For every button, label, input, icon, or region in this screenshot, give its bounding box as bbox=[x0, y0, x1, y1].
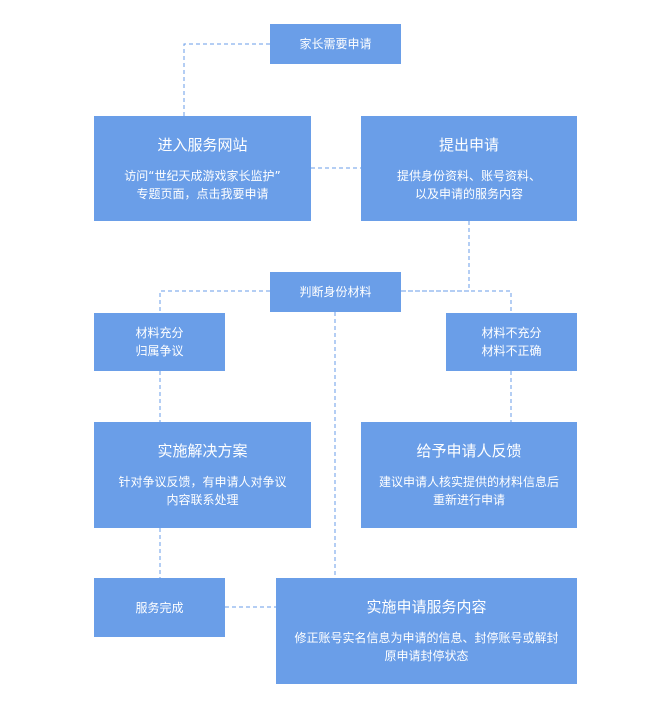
node-parent-apply-label: 家长需要申请 bbox=[299, 37, 372, 51]
node-sufficient: 材料充分 归属争议 bbox=[94, 313, 225, 371]
node-done: 服务完成 bbox=[94, 578, 225, 637]
node-judge: 判断身份材料 bbox=[270, 272, 401, 312]
node-execute-desc: 修正账号实名信息为申请的信息、封停账号或解封 原申请封停状态 bbox=[294, 631, 559, 663]
connector-submit-to-judge bbox=[401, 221, 470, 292]
node-resolve-desc: 针对争议反馈，有申请人对争议 内容联系处理 bbox=[118, 475, 287, 507]
node-feedback-desc: 建议申请人核实提供的材料信息后 重新进行申请 bbox=[378, 475, 559, 507]
node-sufficient-label: 材料充分 归属争议 bbox=[135, 326, 184, 358]
connector-parent-to-site bbox=[183, 43, 270, 116]
node-submit-desc: 提供身份资料、账号资料、 以及申请的服务内容 bbox=[396, 168, 541, 201]
node-feedback: 给予申请人反馈 建议申请人核实提供的材料信息后 重新进行申请 bbox=[361, 422, 577, 528]
connector-judge-to-insufficient bbox=[401, 290, 512, 313]
node-feedback-title: 给予申请人反馈 bbox=[416, 442, 522, 460]
node-enter-site-title: 进入服务网站 bbox=[157, 135, 248, 154]
node-execute-title: 实施申请服务内容 bbox=[366, 598, 487, 616]
node-submit: 提出申请 提供身份资料、账号资料、 以及申请的服务内容 bbox=[361, 116, 577, 221]
node-parent-apply: 家长需要申请 bbox=[270, 24, 401, 64]
node-resolve-title: 实施解决方案 bbox=[157, 442, 248, 460]
node-insufficient-label: 材料不充分 材料不正确 bbox=[481, 326, 542, 358]
connector-judge-to-sufficient bbox=[159, 290, 270, 313]
node-execute: 实施申请服务内容 修正账号实名信息为申请的信息、封停账号或解封 原申请封停状态 bbox=[276, 578, 577, 684]
node-submit-title: 提出申请 bbox=[438, 135, 499, 154]
node-judge-label: 判断身份材料 bbox=[299, 285, 372, 299]
node-resolve: 实施解决方案 针对争议反馈，有申请人对争议 内容联系处理 bbox=[94, 422, 311, 528]
node-insufficient: 材料不充分 材料不正确 bbox=[446, 313, 577, 371]
node-done-label: 服务完成 bbox=[135, 600, 184, 615]
node-enter-site: 进入服务网站 访问“世纪天成游戏家长监护” 专题页面，点击我要申请 bbox=[94, 116, 311, 221]
node-enter-site-desc: 访问“世纪天成游戏家长监护” 专题页面，点击我要申请 bbox=[124, 168, 281, 201]
